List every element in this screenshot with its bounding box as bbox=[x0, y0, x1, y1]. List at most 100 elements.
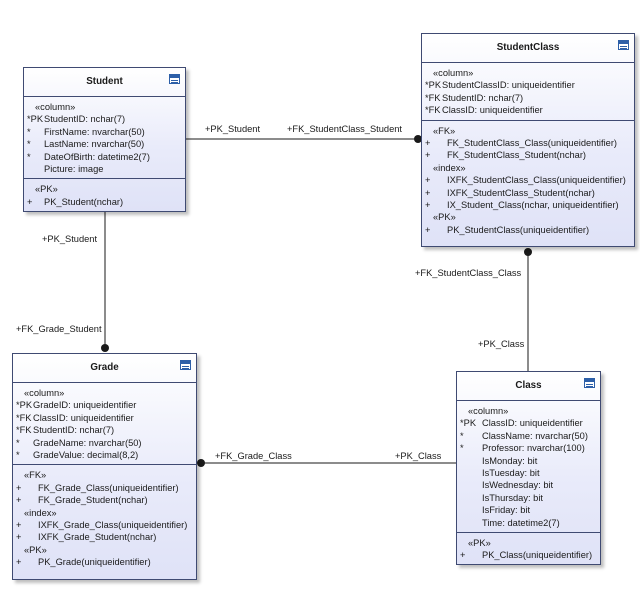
connector-label: +PK_Class bbox=[478, 339, 525, 349]
table-icon bbox=[169, 74, 180, 84]
attribute-row[interactable]: + PK_Class(uniqueidentifier) bbox=[457, 549, 600, 561]
attribute-text: PK_Class(uniqueidentifier) bbox=[482, 550, 593, 561]
attribute-marker bbox=[24, 163, 44, 175]
attribute-marker bbox=[457, 504, 482, 516]
attribute-text: IsWednesday: bit bbox=[482, 480, 554, 491]
attribute-marker: *PK bbox=[425, 80, 442, 91]
attribute-marker bbox=[457, 467, 482, 479]
attribute-row[interactable]: Time: datetime2(7) bbox=[457, 517, 600, 529]
attribute-text: FK_StudentClass_Student(nchar) bbox=[447, 150, 587, 161]
stereotype-label: «index» bbox=[24, 507, 57, 518]
attribute-marker: *PK bbox=[16, 400, 33, 411]
attribute-row[interactable]: +PK_Student(nchar) bbox=[24, 196, 185, 208]
connector-label: +PK_Student bbox=[42, 234, 98, 244]
attribute-row[interactable]: * GradeValue: decimal(8,2) bbox=[13, 449, 196, 461]
attribute-marker: + bbox=[16, 482, 22, 493]
entity-header: StudentClass bbox=[422, 34, 634, 63]
attribute-row[interactable]: +FK_Grade_Student(nchar) bbox=[13, 494, 196, 506]
attribute-text: GradeValue: decimal(8,2) bbox=[33, 450, 139, 461]
attribute-marker: * bbox=[27, 151, 31, 162]
connector-label: +FK_Grade_Student bbox=[16, 324, 102, 334]
attribute-marker: *PK bbox=[460, 418, 477, 429]
attribute-marker: + bbox=[16, 557, 22, 568]
attribute-row[interactable]: *GradeName: nvarchar(50) bbox=[13, 437, 196, 449]
entity-header: Class bbox=[457, 372, 600, 401]
attribute-row[interactable]: + PK_StudentClass(uniqueidentifier) bbox=[422, 224, 634, 236]
attribute-row[interactable]: IsTuesday: bit bbox=[457, 467, 600, 479]
attribute-row[interactable]: +FK_Grade_Class(uniqueidentifier) bbox=[13, 482, 196, 494]
attribute-text: Time: datetime2(7) bbox=[482, 517, 560, 528]
connector-label: +PK_Student bbox=[205, 124, 261, 134]
attribute-marker: *PK bbox=[27, 114, 44, 125]
attribute-marker: + bbox=[425, 224, 431, 235]
attribute-row[interactable]: +IXFK_StudentClass_Student(nchar) bbox=[422, 187, 634, 199]
attribute-marker: * bbox=[16, 450, 20, 461]
attribute-text: IsFriday: bit bbox=[482, 505, 531, 516]
attribute-row[interactable]: * ClassName: nvarchar(50) bbox=[457, 430, 600, 442]
attribute-text: Picture: image bbox=[44, 164, 104, 175]
attribute-row[interactable]: +FK_StudentClass_Student(nchar) bbox=[422, 149, 634, 161]
connector-label: +FK_StudentClass_Class bbox=[415, 268, 522, 278]
stereotype-label: «column» bbox=[433, 68, 474, 78]
attribute-marker bbox=[457, 479, 482, 491]
pk-section: «PK» +PK_Student(nchar) bbox=[24, 179, 185, 211]
attribute-row[interactable]: +IX_Student_Class(nchar, uniqueidentifie… bbox=[422, 199, 634, 211]
attribute-text: IsThursday: bit bbox=[482, 492, 543, 503]
attribute-text: ClassName: nvarchar(50) bbox=[482, 430, 588, 441]
attribute-row[interactable]: *Professor: nvarchar(100) bbox=[457, 442, 600, 454]
entity-title: Class bbox=[515, 380, 542, 391]
attribute-row[interactable]: IsThursday: bit bbox=[457, 492, 600, 504]
attribute-marker: *FK bbox=[16, 412, 32, 423]
attribute-text: FK_StudentClass_Class(uniqueidentifier) bbox=[447, 138, 618, 149]
pk-section: «PK» + PK_Class(uniqueidentifier) bbox=[457, 533, 600, 565]
attribute-row[interactable]: *LastName: nvarchar(50) bbox=[24, 138, 185, 150]
attribute-row[interactable]: Picture: image bbox=[24, 163, 185, 175]
entity-header: Grade bbox=[13, 354, 196, 383]
attribute-text: IsMonday: bit bbox=[482, 455, 538, 466]
attribute-row[interactable]: IsMonday: bit bbox=[457, 455, 600, 467]
attribute-marker: + bbox=[460, 550, 466, 561]
attribute-text: IXFK_StudentClass_Student(nchar) bbox=[447, 187, 595, 198]
attribute-text: IX_Student_Class(nchar, uniqueidentifier… bbox=[447, 200, 619, 211]
fk-section: «FK» +FK_Grade_Class(uniqueidentifier)+F… bbox=[13, 465, 196, 571]
attribute-row[interactable]: +FK_StudentClass_Class(uniqueidentifier) bbox=[422, 137, 634, 149]
attribute-row[interactable]: *FirstName: nvarchar(50) bbox=[24, 126, 185, 138]
attribute-text: DateOfBirth: datetime2(7) bbox=[44, 151, 150, 162]
attribute-text: StudentID: nchar(7) bbox=[44, 114, 126, 125]
table-icon bbox=[180, 360, 191, 370]
attribute-row[interactable]: IsWednesday: bit bbox=[457, 479, 600, 491]
attribute-row[interactable]: +IXFK_Grade_Student(nchar) bbox=[13, 531, 196, 543]
entity-title: StudentClass bbox=[496, 42, 560, 53]
attribute-row[interactable]: IsFriday: bit bbox=[457, 504, 600, 516]
stereotype-label: «PK» bbox=[24, 544, 47, 555]
attribute-marker: * bbox=[460, 430, 464, 441]
attribute-text: PK_StudentClass(uniqueidentifier) bbox=[447, 224, 590, 235]
attribute-row[interactable]: * DateOfBirth: datetime2(7) bbox=[24, 151, 185, 163]
attribute-row[interactable]: +PK_Grade(uniqueidentifier) bbox=[13, 556, 196, 568]
attribute-marker: + bbox=[16, 520, 22, 531]
attribute-text: IXFK_Grade_Class(uniqueidentifier) bbox=[38, 520, 188, 531]
attribute-row[interactable]: +IXFK_StudentClass_Class(uniqueidentifie… bbox=[422, 174, 634, 186]
connector-end-dot bbox=[524, 248, 532, 256]
stereotype-label: «PK» bbox=[468, 538, 491, 549]
attribute-text: ClassID: uniqueidentifier bbox=[442, 105, 543, 116]
attribute-text: StudentClassID: uniqueidentifier bbox=[442, 80, 575, 91]
attribute-row[interactable]: + IXFK_Grade_Class(uniqueidentifier) bbox=[13, 519, 196, 531]
